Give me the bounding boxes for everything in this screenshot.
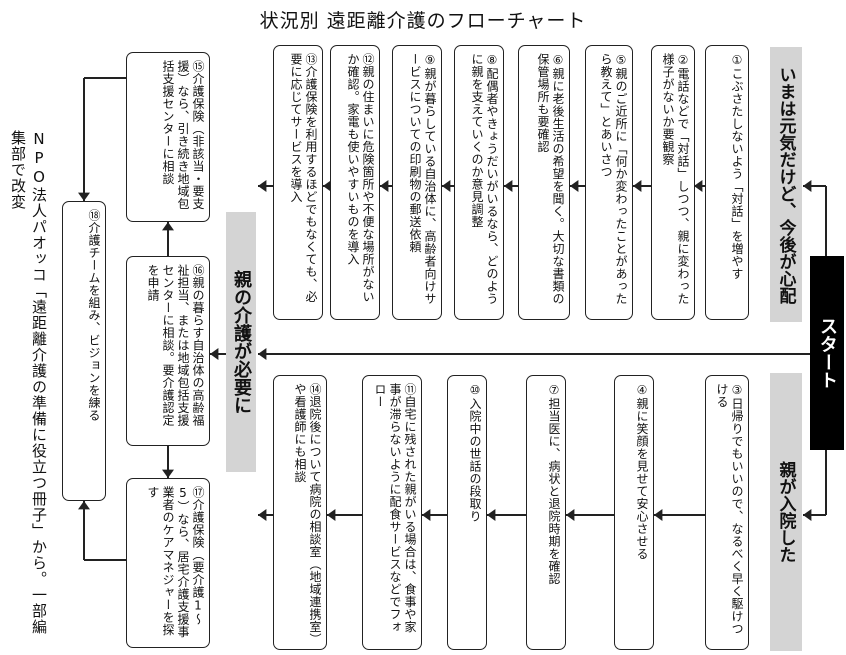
bottom-flow-arrow-5: [258, 509, 267, 521]
step-7: ⑦担当医に、病状と退院時期を確認: [526, 375, 566, 650]
arrow-18-top: [78, 192, 90, 201]
branch-healthy: いまは元気だけど、今後が心配: [770, 47, 802, 322]
top-flow-arrow-5: [380, 180, 389, 192]
step-4-text: 親に笑顔を見せて安心させる: [635, 397, 649, 561]
step-3: ③日帰りでもいいので、なるべく早く駆けつける: [705, 375, 749, 650]
step-6: ⑥親に老後生活の希望を聞く。大切な書類の保管場所も要確認: [518, 45, 570, 320]
step-11: ⑪自宅に残された親がいる場合は、食事や家事が滞らないように配食サービスなどでフォ…: [362, 375, 422, 650]
step-2-text: 電話などで「対話」しつつ、親に変わった様子がないか要観察: [661, 53, 690, 305]
step-10-text: 入院中の世話の段取り: [468, 397, 482, 523]
step-3-text: 日帰りでもいいので、なるべく早く駆けつける: [715, 383, 744, 635]
step-9-text: 親が暮らしている自治体に、高齢者向けサービスについての印刷物の郵送依頼: [408, 53, 437, 305]
bottom-flow-arrow-2: [487, 509, 496, 521]
arrow-16: [210, 348, 219, 360]
step-17-text: 介護保険（要介護1～5）なら、居宅介護支援事業者のケアマネジャーを探す: [146, 486, 205, 638]
step-5-text: 親のご近所に「何か変わったことがあったら教えて」とあいさつ: [599, 53, 628, 305]
step-4: ④親に笑顔を見せて安心させる: [614, 375, 654, 650]
chart-title: 状況別 遠距離介護のフローチャート: [259, 10, 587, 32]
step-1-text: こぶさたしないよう「対話」を増やす: [730, 67, 744, 281]
arrow-18-bottom: [78, 501, 90, 510]
step-12-text: 親の住まいに危険箇所や不便な場所がないか確認。家電も使いやすいものを導入: [346, 53, 375, 303]
step-9: ⑨親が暮らしている自治体に、高齢者向けサービスについての印刷物の郵送依頼: [392, 45, 442, 320]
step-11-text: 自宅に残された親がいる場合は、食事や家事が滞らないように配食サービスなどでフォロ…: [373, 383, 417, 633]
top-flow-arrow-7: [258, 180, 267, 192]
bottom-flow-arrow-0: [654, 509, 663, 521]
step-12: ⑫親の住まいに危険箇所や不便な場所がないか確認。家電も使いやすいものを導入: [330, 45, 380, 320]
top-flow-arrow-6: [323, 180, 332, 192]
bottom-flow-arrow-4: [327, 509, 336, 521]
step-17: ⑰介護保険（要介護1～5）なら、居宅介護支援事業者のケアマネジャーを探す: [126, 478, 210, 648]
arrow-17: [162, 469, 174, 478]
step-7-text: 担当医に、病状と退院時期を確認: [547, 397, 561, 586]
step-5: ⑤親のご近所に「何か変わったことがあったら教えて」とあいさつ: [585, 45, 633, 320]
top-flow-arrow-1: [633, 180, 642, 192]
arrow-care: [258, 348, 267, 360]
step-8-text: 配偶者やきょうだいがいるなら、どのように親を支えていくのか意見調整: [470, 53, 499, 305]
top-flow-arrow-4: [442, 180, 451, 192]
source-credit: NPO法人パオッコ「遠距離介護の準備に役立つ冊子」から。一部編集部で改変: [9, 130, 48, 635]
arrow-hospital: [803, 509, 812, 521]
step-18-text: 介護チームを組み、ビジョンを練る: [87, 221, 101, 422]
top-flow-arrow-3: [504, 180, 513, 192]
step-15: ⑮介護保険（非該当・要支援）なら、引き続き地域包括支援センターに相談: [126, 52, 210, 222]
step-16-text: 親の暮らす自治体の高齢福祉担当、または地域包括支援センターに相談。要介護認定を申…: [146, 264, 205, 427]
step-14-text: 退院後について病院の相談室（地域連携室）や看護師にも相談: [293, 383, 322, 640]
arrow-healthy: [803, 180, 812, 192]
step-6-text: 親に老後生活の希望を聞く。大切な書類の保管場所も要確認: [536, 53, 565, 305]
step-2: ②電話などで「対話」しつつ、親に変わった様子がないか要観察: [651, 45, 695, 320]
top-flow-arrow-0: [694, 180, 703, 192]
arrow-15: [162, 222, 174, 231]
start-label: スタート: [810, 256, 844, 450]
step-10: ⑩入院中の世話の段取り: [447, 375, 487, 650]
top-flow-arrow-2: [570, 180, 579, 192]
step-14: ⑭退院後について病院の相談室（地域連携室）や看護師にも相談: [273, 375, 327, 650]
step-18: ⑱介護チームを組み、ビジョンを練る: [62, 201, 106, 501]
step-13: ⑬介護保険を利用するほどでもなくても、必要に応じてサービスを導入: [273, 45, 323, 320]
bottom-flow-arrow-1: [566, 509, 575, 521]
branch-care: 親の介護が必要に: [226, 212, 256, 472]
step-8: ⑧配偶者やきょうだいがいるなら、どのように親を支えていくのか意見調整: [454, 45, 504, 320]
bottom-flow-arrow-3: [422, 509, 431, 521]
step-16: ⑯親の暮らす自治体の高齢福祉担当、または地域包括支援センターに相談。要介護認定を…: [126, 256, 210, 446]
branch-hospital: 親が入院した: [770, 373, 802, 651]
step-15-text: 介護保険（非該当・要支援）なら、引き続き地域包括支援センターに相談: [161, 60, 205, 210]
step-1: ①こぶさたしないよう「対話」を増やす: [705, 45, 749, 320]
step-13-text: 介護保険を利用するほどでもなくても、必要に応じてサービスを導入: [289, 53, 318, 303]
